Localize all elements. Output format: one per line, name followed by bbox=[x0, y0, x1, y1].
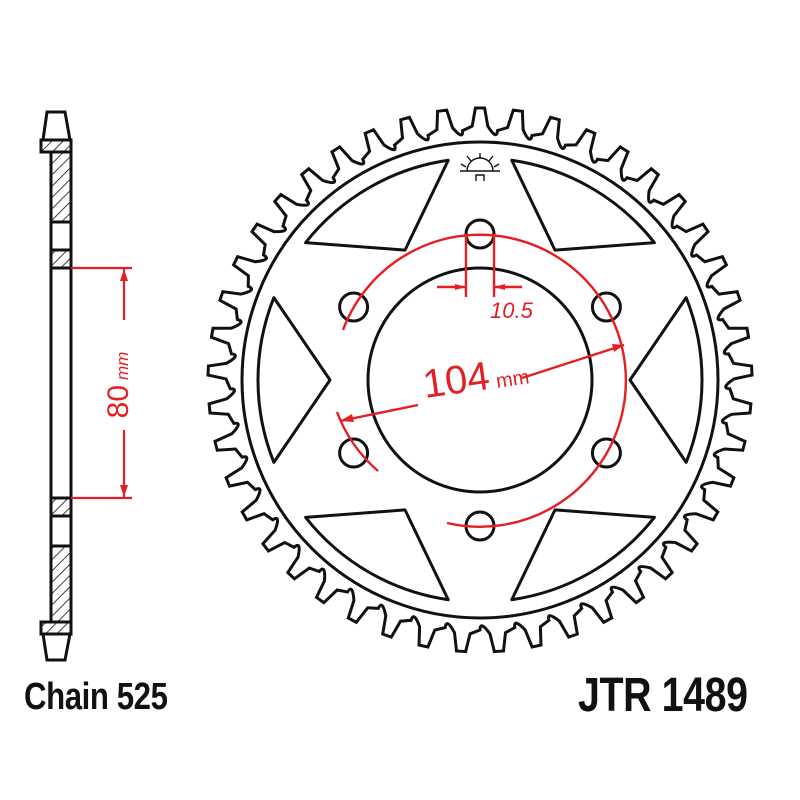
bolt-hole bbox=[338, 291, 370, 323]
sprocket-teeth bbox=[206, 106, 754, 654]
lightening-cutout bbox=[628, 296, 704, 464]
sprocket-front-view bbox=[206, 106, 754, 654]
chain-size-label: Chain 525 bbox=[24, 676, 168, 718]
lightening-cutout bbox=[510, 508, 656, 602]
side-profile-view bbox=[39, 110, 73, 662]
center-bore-label: 80mm bbox=[102, 352, 135, 419]
svg-text:80mm: 80mm bbox=[102, 352, 135, 419]
part-number-label: JTR 1489 bbox=[578, 669, 748, 722]
lightening-cutout bbox=[304, 508, 450, 602]
bolt-circle-dimension bbox=[335, 233, 628, 528]
lightening-cutout bbox=[304, 158, 450, 252]
lightening-cutouts bbox=[256, 158, 704, 602]
profile-hatch-hub-top bbox=[49, 248, 73, 270]
sprocket-inner-ring bbox=[240, 140, 720, 620]
sprocket-center-bore bbox=[366, 266, 594, 494]
profile-hatch-hub-bottom bbox=[49, 496, 73, 518]
bolt-circle-arc bbox=[341, 233, 628, 528]
lightening-cutout bbox=[510, 158, 656, 252]
lightening-cutout bbox=[256, 296, 332, 464]
bolt-hole-label: 10.5 bbox=[490, 298, 534, 323]
profile-hatch-bottom bbox=[39, 620, 73, 636]
profile-bottom-tooth bbox=[41, 632, 72, 662]
brand-logo-icon bbox=[460, 153, 500, 181]
profile-hatch-top bbox=[39, 138, 73, 154]
bolt-hole bbox=[338, 437, 370, 469]
profile-top-tooth bbox=[41, 110, 72, 142]
bolt-hole bbox=[590, 437, 622, 469]
bolt-hole bbox=[590, 291, 622, 323]
center-bore-dimension bbox=[71, 266, 132, 500]
